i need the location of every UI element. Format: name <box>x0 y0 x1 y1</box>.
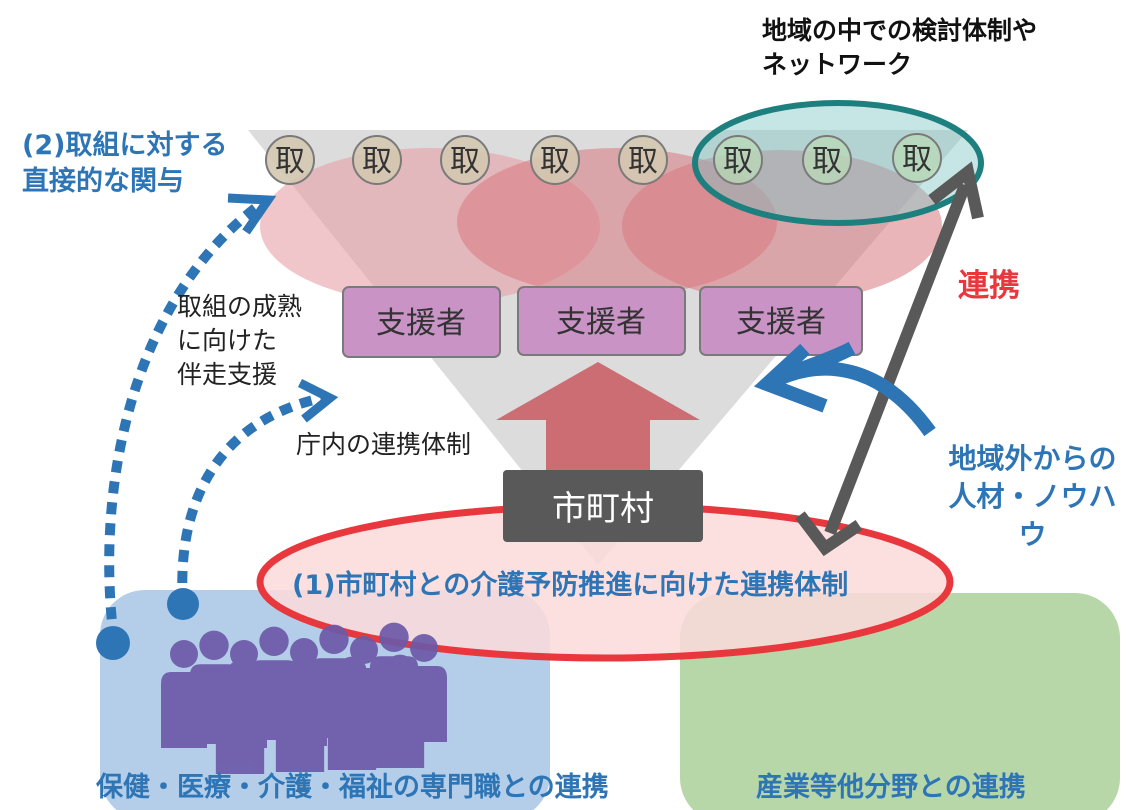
internal-cooperation-label: 庁内の連携体制 <box>296 430 472 459</box>
other-industries-label: 産業等他分野との連携 <box>756 772 1026 803</box>
direct-involvement-dotted-arrow <box>104 198 265 641</box>
person-head <box>285 658 315 688</box>
person-head <box>337 656 367 686</box>
supporter-label: 支援者 <box>556 305 646 340</box>
person-head <box>170 640 198 668</box>
maturity-support-label: 取組の成熟 に向けた 伴走支援 <box>177 292 303 389</box>
initiative-group-oval-3 <box>622 150 942 302</box>
direct-involvement-arrowhead <box>227 193 277 235</box>
initiative-circle: 取 <box>530 135 580 185</box>
person-body <box>275 692 325 772</box>
person-head <box>379 622 409 652</box>
initiative-circle: 取 <box>713 135 763 185</box>
person-head <box>410 634 438 662</box>
person-body <box>327 690 377 770</box>
person-head <box>385 654 415 684</box>
municipality-box <box>503 470 703 542</box>
supporter-box-3: 支援者 <box>699 286 863 356</box>
initiative-label: 取 <box>723 144 753 179</box>
initiative-label: 取 <box>362 144 392 179</box>
municipality-label: 市町村 <box>552 489 654 529</box>
supporter-label: 支援者 <box>736 305 826 340</box>
network-title: 地域の中での検討体制や ネットワーク <box>762 16 1038 79</box>
maturity-support-arrowhead <box>297 378 339 423</box>
direct-involvement-label: (2)取組に対する 直接的な関与 <box>22 130 228 197</box>
initiative-circle: 取 <box>892 133 942 183</box>
supporter-label: 支援者 <box>376 306 466 341</box>
initiative-circle: 取 <box>352 135 402 185</box>
cooperation-label: 連携 <box>958 268 1020 304</box>
initiative-label: 取 <box>812 144 842 179</box>
person-head <box>319 624 349 654</box>
network-oval-outline <box>692 100 984 226</box>
initiative-label: 取 <box>902 142 932 177</box>
initiative-circle: 取 <box>802 135 852 185</box>
initiative-label: 取 <box>450 144 480 179</box>
initiative-label: 取 <box>628 144 658 179</box>
person-body <box>215 694 265 774</box>
upward-arrow <box>496 362 700 480</box>
initiative-circle: 取 <box>618 135 668 185</box>
dotted-arrow-start-dot <box>96 626 130 660</box>
outside-talent-label: 地域外からの 人材・ノウハウ <box>948 442 1117 551</box>
municipality-cooperation-oval <box>260 506 950 658</box>
person-body <box>375 688 425 768</box>
dotted-arrow-start-dot <box>167 588 199 620</box>
supporter-box-1: 支援者 <box>342 286 501 358</box>
initiative-circle: 取 <box>440 135 490 185</box>
person-head <box>350 636 378 664</box>
outside-talent-arrow <box>753 341 936 437</box>
initiative-circle: 取 <box>265 135 315 185</box>
initiative-label: 取 <box>275 144 305 179</box>
supporter-box-2: 支援者 <box>517 286 686 356</box>
person-head <box>259 626 289 656</box>
municipality-cooperation-label: (1)市町村との介護予防推進に向けた連携体制 <box>292 570 849 601</box>
professionals-label: 保健・医療・介護・福祉の専門職との連携 <box>96 772 609 803</box>
person-head <box>199 630 229 660</box>
person-head <box>225 660 255 690</box>
cooperation-double-arrow <box>795 161 984 557</box>
maturity-support-dotted-arrow <box>177 393 324 605</box>
initiative-label: 取 <box>540 144 570 179</box>
people-group-icon <box>161 622 447 774</box>
